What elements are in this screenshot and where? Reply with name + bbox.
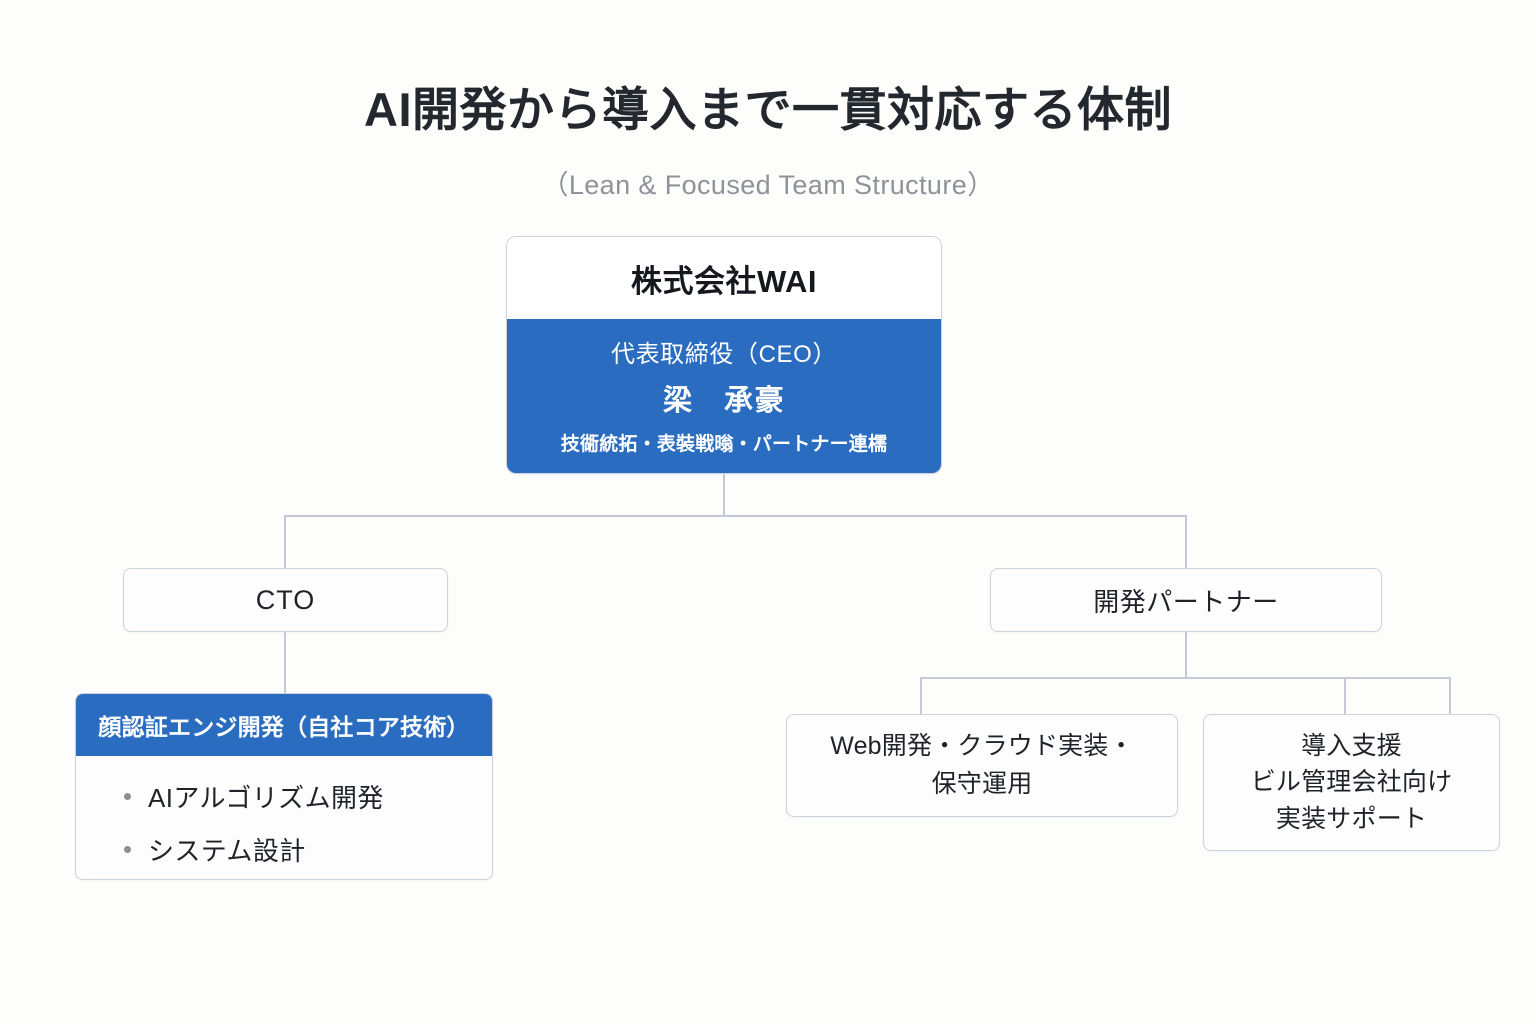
ceo-person-name: 梁 承豪 xyxy=(662,384,785,417)
text-line-3: 実装サポート xyxy=(1275,804,1428,833)
connector-to-support-a xyxy=(1344,677,1346,715)
connector-to-web-dev xyxy=(920,677,922,715)
org-node-dev-partner[interactable]: 開発パートナー xyxy=(990,568,1382,632)
org-node-cto-label: CTO xyxy=(255,584,316,615)
connector-to-partner xyxy=(1185,515,1187,569)
ceo-role-label: 代表取締役（CEO） xyxy=(610,340,837,368)
org-node-dev-partner-label: 開発パートナー xyxy=(1093,586,1279,617)
text-line-1: 導入支援 xyxy=(1301,732,1402,761)
connector-level2-bus xyxy=(284,515,1187,517)
company-name: 株式会社WAI xyxy=(507,237,941,319)
list-item: システム設計 xyxy=(124,831,492,868)
text-line-2: 保守運用 xyxy=(931,769,1033,798)
connector-partner-stem xyxy=(1185,632,1187,678)
bullet-dot-icon xyxy=(124,793,131,800)
ceo-detail-panel: 代表取締役（CEO） 梁 承豪 技衚統拓・表裝戦暡・パートナー連檽 xyxy=(507,319,941,473)
connector-root-stem xyxy=(723,474,725,516)
list-item: AIアルゴリズム開発 xyxy=(124,778,492,815)
connector-to-support-b xyxy=(1449,677,1451,715)
connector-cto-to-engine xyxy=(284,632,286,694)
page-title: AI開発から導入まで一貫対応する体制 xyxy=(364,83,1172,136)
connector-to-cto xyxy=(284,515,286,569)
page-subtitle: （Lean & Focused Team Structure） xyxy=(541,170,995,200)
org-node-implementation-support[interactable]: 導入支援 ビル管理会社向け 実装サポート xyxy=(1203,714,1500,851)
list-item-label: システム設計 xyxy=(148,836,306,866)
connector-partner-bus xyxy=(920,677,1451,679)
engine-card-bullet-list: AIアルゴリズム開発 システム設計 xyxy=(76,756,492,868)
text-line-2: ビル管理会社向け xyxy=(1250,768,1453,797)
list-item-label: AIアルゴリズム開発 xyxy=(148,783,384,813)
org-node-cto[interactable]: CTO xyxy=(123,568,448,632)
org-node-face-recognition-engine[interactable]: 顔認証エンジ開発（自社コア技術） AIアルゴリズム開発 システム設計 xyxy=(75,693,493,880)
ceo-duties-label: 技衚統拓・表裝戦暡・パートナー連檽 xyxy=(560,433,888,455)
engine-card-header: 顔認証エンジ開発（自社コア技術） xyxy=(76,694,492,756)
org-node-implementation-support-label: 導入支援 ビル管理会社向け 実装サポート xyxy=(1251,728,1453,837)
org-node-web-development[interactable]: Web開発・クラウド実装・ 保守運用 xyxy=(786,714,1178,817)
text-line-1: Web開発・クラウド実装・ xyxy=(830,732,1134,760)
bullet-dot-icon xyxy=(124,846,131,853)
org-node-web-development-label: Web開発・クラウド実装・ 保守運用 xyxy=(830,728,1134,803)
org-node-root-company[interactable]: 株式会社WAI 代表取締役（CEO） 梁 承豪 技衚統拓・表裝戦暡・パートナー連… xyxy=(506,236,942,474)
